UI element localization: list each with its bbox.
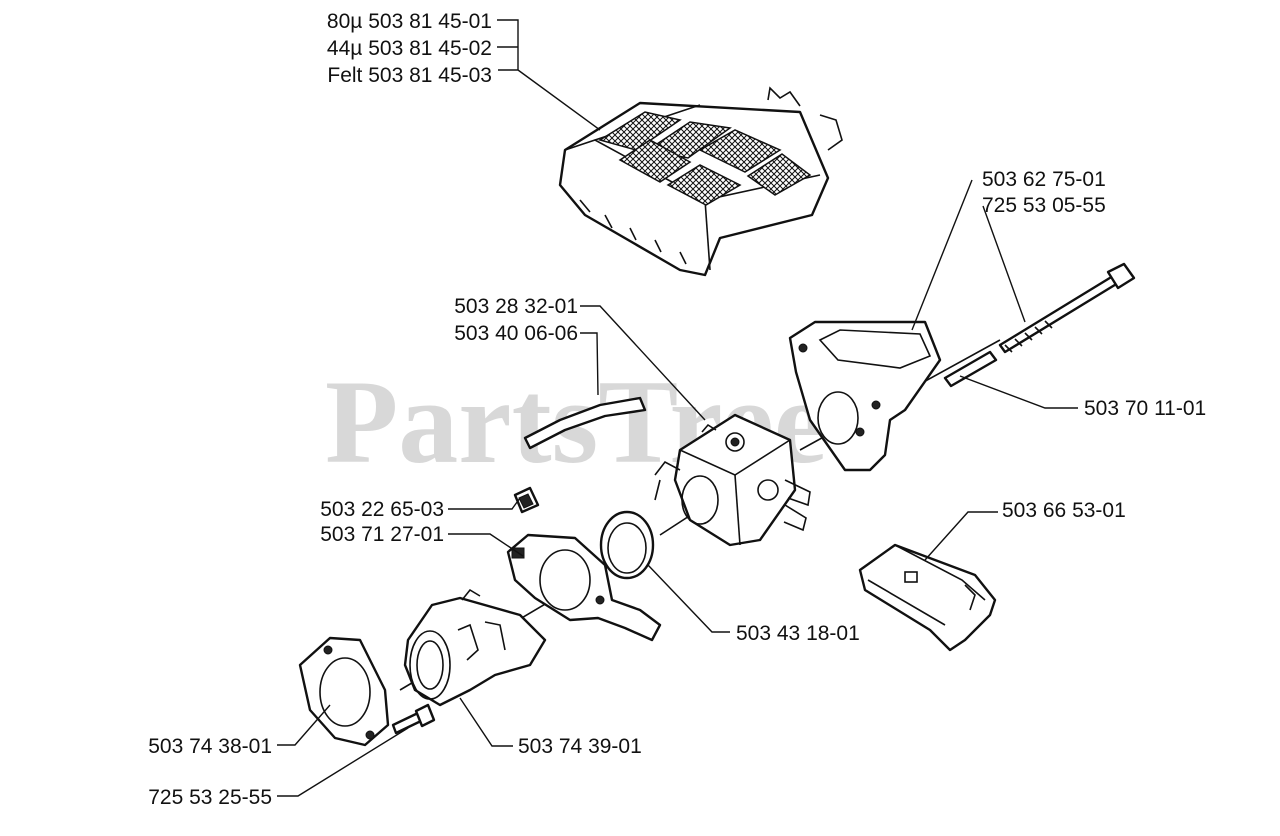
label-impulse-hose: 503 28 32-01 xyxy=(454,295,578,318)
small-screw xyxy=(391,703,436,735)
long-screw xyxy=(998,262,1136,354)
label-small-plate: 503 22 65-03 xyxy=(320,498,444,521)
carburetor xyxy=(654,413,811,547)
label-long-screw: 725 53 05-55 xyxy=(982,194,1106,217)
label-filter-80: 80µ 503 81 45-01 xyxy=(327,10,492,33)
label-gasket-holder: 503 62 75-01 xyxy=(982,168,1106,191)
air-filter xyxy=(558,86,843,277)
label-filter-felt: Felt 503 81 45-03 xyxy=(327,64,492,87)
label-flange-plate: 503 74 38-01 xyxy=(148,735,272,758)
label-carb-gasket: 503 71 27-01 xyxy=(320,523,444,546)
spacer-pin xyxy=(943,350,998,388)
fuel-hose xyxy=(523,396,647,450)
label-fuel-hose: 503 40 06-06 xyxy=(454,322,578,345)
label-carb-ring: 503 43 18-01 xyxy=(736,622,860,645)
intake-boot xyxy=(403,588,547,707)
gasket-holder xyxy=(788,320,942,472)
carb-ring xyxy=(599,510,655,580)
part-labels: 80µ 503 81 45-01 44µ 503 81 45-02 Felt 5… xyxy=(148,10,1206,809)
label-filter-44: 44µ 503 81 45-02 xyxy=(327,37,492,60)
small-plate xyxy=(513,486,540,514)
label-choke-rod: 503 66 53-01 xyxy=(1002,499,1126,522)
label-spacer-pin: 503 70 11-01 xyxy=(1084,397,1206,420)
flange-plate xyxy=(298,636,390,747)
label-small-screw: 725 53 25-55 xyxy=(148,786,272,809)
label-intake-boot: 503 74 39-01 xyxy=(518,735,642,758)
leader-lines xyxy=(277,19,1078,797)
choke-rod xyxy=(858,543,997,652)
